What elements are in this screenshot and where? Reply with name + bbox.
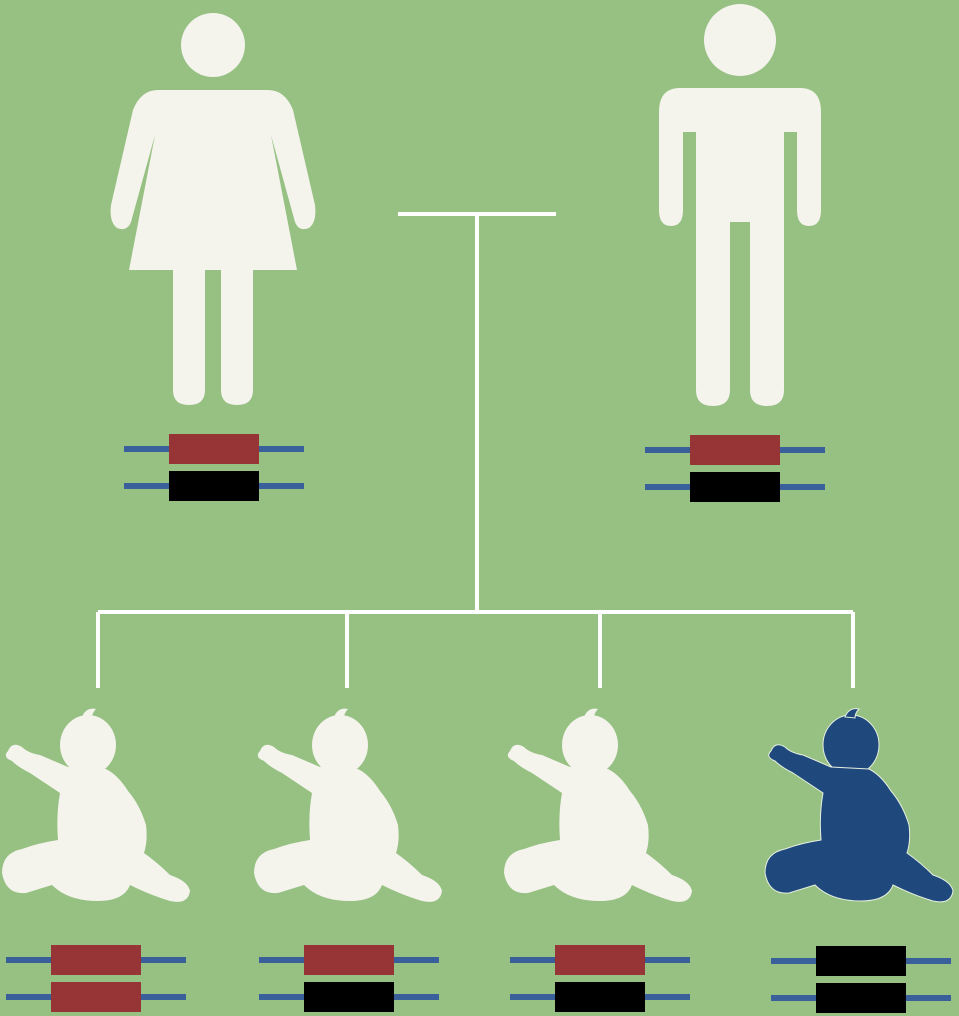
baby-icon <box>2 708 190 902</box>
mutant-allele <box>555 982 645 1012</box>
normal-allele <box>555 945 645 975</box>
child-3-chromosome-pair <box>510 945 690 1012</box>
normal-allele <box>51 945 141 975</box>
normal-allele <box>169 434 259 464</box>
normal-allele <box>51 982 141 1012</box>
normal-allele <box>304 945 394 975</box>
affected-baby-icon <box>764 708 954 903</box>
baby-icon <box>254 708 442 902</box>
mutant-allele <box>690 472 780 502</box>
mutant-allele <box>816 946 906 976</box>
mother-chromosome-pair <box>124 434 304 501</box>
child-4-chromosome-pair <box>771 946 951 1013</box>
man-icon <box>659 4 821 406</box>
chromosome-pairs <box>6 434 951 1013</box>
pedigree-lines <box>96 212 855 688</box>
baby-icon <box>504 708 692 902</box>
mutant-allele <box>304 982 394 1012</box>
mutant-allele <box>169 471 259 501</box>
child-1-chromosome-pair <box>6 945 186 1012</box>
woman-icon <box>110 13 316 405</box>
mutant-allele <box>816 983 906 1013</box>
normal-allele <box>690 435 780 465</box>
child-2-chromosome-pair <box>259 945 439 1012</box>
father-chromosome-pair <box>645 435 825 502</box>
